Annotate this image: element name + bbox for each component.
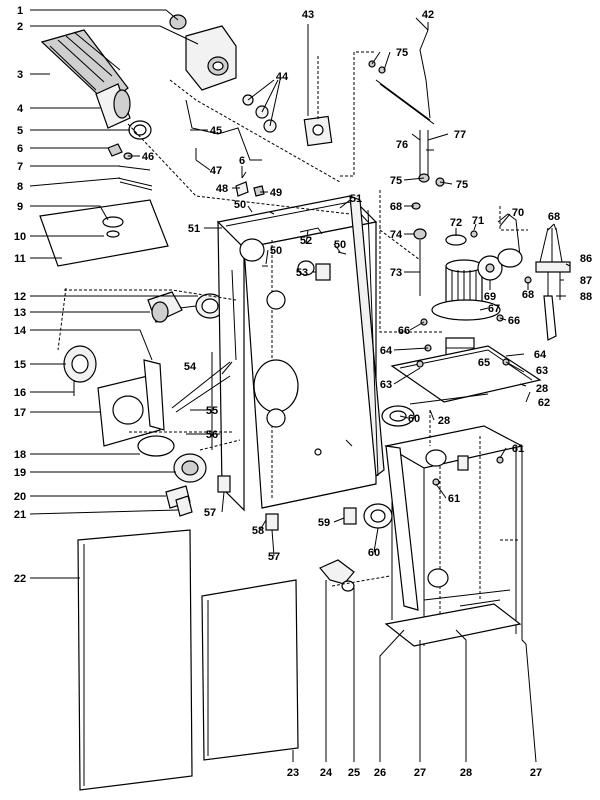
callout-9: 9 (17, 201, 23, 213)
callout-1: 1 (17, 5, 23, 17)
callout-15: 15 (14, 359, 26, 371)
callout-69: 69 (484, 291, 496, 303)
callout-88: 88 (580, 291, 592, 303)
boiler-cabinet (216, 195, 385, 512)
callout-76: 76 (396, 139, 408, 151)
leader-lines (29, 9, 571, 763)
callout-70: 70 (512, 207, 524, 219)
callout-54: 54 (184, 361, 197, 373)
fan-assembly (63, 345, 165, 447)
callout-60b: 60 (408, 413, 420, 425)
cover-plate (39, 199, 169, 267)
callout-50a: 50 (234, 199, 246, 211)
callout-68b: 68 (548, 211, 560, 223)
burner-tube-parts (137, 435, 207, 517)
callout-labels: 1 2 3 4 5 6 7 8 9 10 11 12 13 14 15 16 1… (14, 5, 592, 779)
callout-53: 53 (296, 267, 308, 279)
callout-59: 59 (318, 517, 330, 529)
callout-73: 73 (390, 267, 402, 279)
burner-assembly (40, 14, 237, 191)
callout-71: 71 (472, 215, 484, 227)
callout-43: 43 (302, 9, 314, 21)
callout-44: 44 (276, 71, 289, 83)
callout-49: 49 (270, 187, 282, 199)
callout-18: 18 (14, 449, 26, 461)
callout-55: 55 (206, 405, 218, 417)
callout-63b: 63 (536, 365, 548, 377)
callout-27a: 27 (414, 767, 426, 779)
callout-48: 48 (216, 183, 228, 195)
callout-74: 74 (390, 229, 403, 241)
callout-5: 5 (17, 125, 23, 137)
callout-14: 14 (14, 325, 27, 337)
callout-65: 65 (478, 357, 490, 369)
callout-64b: 64 (534, 349, 547, 361)
callout-75b: 75 (390, 175, 402, 187)
boiler-frame-lower-right (384, 425, 527, 660)
callout-13: 13 (14, 307, 26, 319)
callout-12: 12 (14, 291, 26, 303)
callout-60a: 60 (368, 547, 380, 559)
callout-75a: 75 (396, 47, 408, 59)
callout-3: 3 (17, 69, 23, 81)
callout-7: 7 (17, 161, 23, 173)
callout-26: 26 (374, 767, 386, 779)
callout-8: 8 (17, 181, 23, 193)
callout-86: 86 (580, 253, 592, 265)
callout-72: 72 (450, 217, 462, 229)
callout-66a: 66 (398, 325, 410, 337)
callout-75c: 75 (456, 179, 468, 191)
callout-20: 20 (14, 491, 26, 503)
callout-17: 17 (14, 407, 26, 419)
callout-27b: 27 (530, 767, 542, 779)
callout-68c: 68 (522, 289, 534, 301)
front-panel-22 (77, 529, 193, 791)
callout-64a: 64 (380, 345, 393, 357)
callout-42: 42 (422, 9, 434, 21)
callout-47: 47 (210, 165, 222, 177)
callout-68a: 68 (390, 201, 402, 213)
callout-62: 62 (538, 397, 550, 409)
callout-28b: 28 (536, 383, 548, 395)
callout-67: 67 (488, 303, 500, 315)
callout-24: 24 (320, 767, 333, 779)
callout-51b: 51 (188, 223, 200, 235)
callout-77: 77 (454, 129, 466, 141)
callout-66b: 66 (508, 315, 520, 327)
callout-19: 19 (14, 467, 26, 479)
callout-52: 52 (300, 235, 312, 247)
callout-2: 2 (17, 21, 23, 33)
callout-23: 23 (287, 767, 299, 779)
callout-57a: 57 (204, 507, 216, 519)
callout-22: 22 (14, 573, 26, 585)
callout-28c: 28 (438, 415, 450, 427)
dashed-guides (57, 51, 528, 587)
callout-6: 6 (17, 143, 23, 155)
callout-63a: 63 (380, 379, 392, 391)
callout-87: 87 (580, 275, 592, 287)
callout-11: 11 (14, 253, 26, 265)
callout-10: 10 (14, 231, 26, 243)
panel-23 (201, 579, 299, 761)
callout-4: 4 (17, 103, 24, 115)
callout-46: 46 (142, 151, 154, 163)
callout-56: 56 (206, 429, 218, 441)
callout-51a: 51 (350, 193, 362, 205)
callout-50c: 50 (334, 239, 346, 251)
callout-58: 58 (252, 525, 264, 537)
callout-61b: 61 (448, 493, 460, 505)
callout-16: 16 (14, 387, 26, 399)
callout-57b: 57 (268, 551, 280, 563)
callout-21: 21 (14, 509, 26, 521)
callout-45: 45 (210, 125, 222, 137)
flue-and-burner-upper-right (368, 17, 571, 405)
callout-25: 25 (348, 767, 360, 779)
callout-6b: 6 (239, 155, 245, 167)
callout-28a: 28 (460, 767, 472, 779)
callout-50b: 50 (270, 245, 282, 257)
callout-61a: 61 (512, 443, 524, 455)
